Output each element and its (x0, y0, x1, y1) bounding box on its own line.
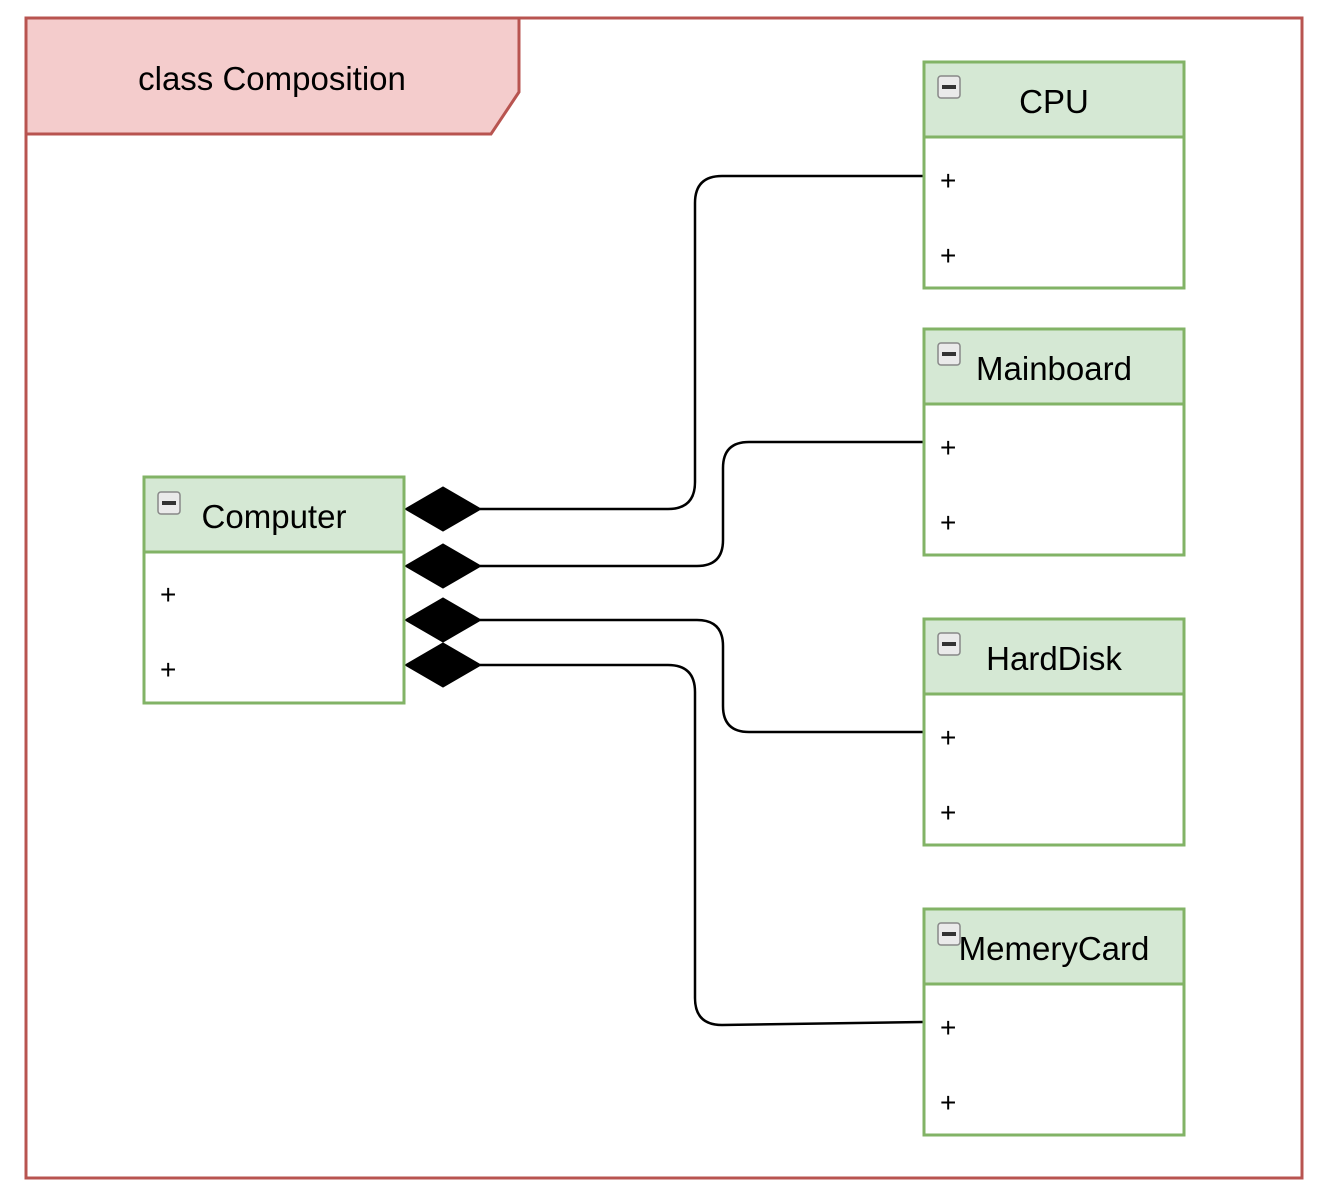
class-attribute: + (160, 654, 176, 685)
class-name: HardDisk (986, 640, 1122, 677)
class-computer[interactable]: Computer + + (142, 475, 406, 705)
class-attribute: + (940, 722, 956, 753)
composition-diamond-mainboard (404, 543, 482, 589)
frame-tab (24, 16, 521, 136)
class-name: MemeryCard (959, 930, 1150, 967)
class-attribute: + (160, 579, 176, 610)
collapse-minus-icon[interactable] (937, 632, 961, 656)
connector-computer-cpu[interactable] (480, 174, 923, 511)
class-header (922, 327, 1186, 406)
connector-computer-mainboard[interactable] (480, 440, 923, 568)
frame-border (24, 16, 1304, 1180)
connector-computer-memerycard[interactable] (480, 663, 924, 1027)
collapse-minus-icon[interactable] (937, 922, 961, 946)
frame-title: class Composition (138, 60, 406, 97)
class-attribute: + (940, 432, 956, 463)
class-name: Mainboard (976, 350, 1132, 387)
collapse-minus-icon[interactable] (937, 75, 961, 99)
collapse-minus-icon[interactable] (157, 491, 181, 515)
diagram-frame: class Composition (24, 16, 1304, 1180)
connector-computer-harddisk[interactable] (480, 618, 923, 734)
class-cpu[interactable]: CPU + + (922, 60, 1186, 290)
class-attribute: + (940, 165, 956, 196)
class-attribute: + (940, 1012, 956, 1043)
composition-diamond-harddisk (404, 597, 482, 643)
class-attribute: + (940, 507, 956, 538)
class-header (922, 617, 1186, 696)
class-memerycard[interactable]: MemeryCard + + (922, 907, 1186, 1137)
class-name: CPU (1019, 83, 1089, 120)
class-harddisk[interactable]: HardDisk + + (922, 617, 1186, 847)
class-header (922, 907, 1186, 986)
composition-diamonds (404, 486, 482, 688)
composition-diamond-memerycard (404, 642, 482, 688)
class-header (142, 475, 406, 554)
class-name: Computer (202, 498, 347, 535)
class-attribute: + (940, 240, 956, 271)
composition-diamond-cpu (404, 486, 482, 532)
class-attribute: + (940, 1087, 956, 1118)
connectors (480, 174, 924, 1027)
class-mainboard[interactable]: Mainboard + + (922, 327, 1186, 557)
collapse-minus-icon[interactable] (937, 342, 961, 366)
class-header (922, 60, 1186, 139)
class-attribute: + (940, 797, 956, 828)
